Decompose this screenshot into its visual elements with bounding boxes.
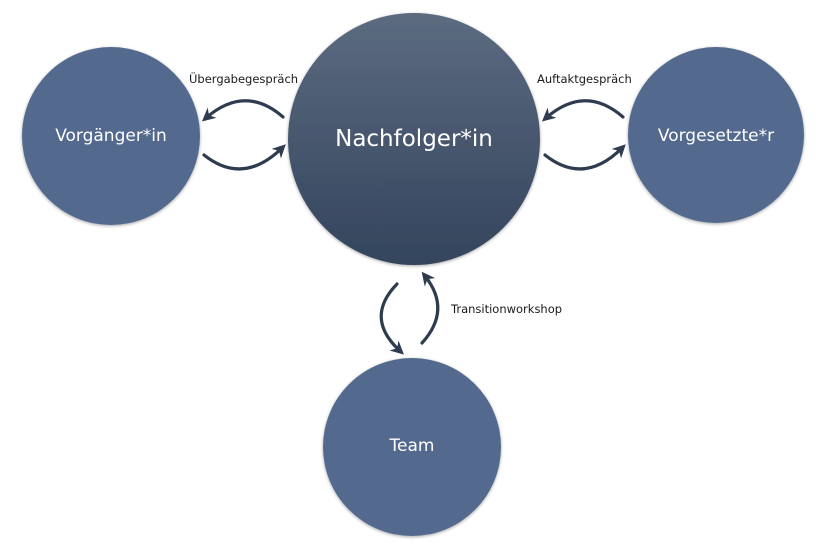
edge-auftakt: Auftaktgespräch	[537, 72, 632, 171]
arrow-to-team	[379, 282, 404, 355]
arrow-to-nachfolger-bottom	[420, 271, 440, 345]
edge-transition-label: Transitionworkshop	[450, 302, 562, 316]
node-nachfolger: Nachfolger*in	[288, 13, 540, 265]
arrow-to-nachfolger-right	[541, 99, 625, 122]
node-vorgesetzte-circle	[628, 47, 804, 223]
edge-uebergabe-label: Übergabegespräch	[189, 70, 298, 86]
node-team: Team	[323, 358, 501, 536]
node-nachfolger-label: Nachfolger*in	[335, 126, 493, 152]
arrow-to-vorgesetzte	[543, 144, 626, 171]
node-vorgesetzte: Vorgesetzte*r	[628, 47, 804, 223]
edge-transition: Transitionworkshop	[379, 271, 562, 355]
node-vorgaenger-circle	[22, 47, 200, 225]
edge-auftakt-label: Auftaktgespräch	[537, 72, 632, 86]
node-nachfolger-circle	[288, 13, 540, 265]
node-team-circle	[323, 358, 501, 536]
edge-uebergabe: Übergabegespräch	[189, 70, 298, 171]
node-team-label: Team	[389, 436, 435, 456]
node-vorgaenger: Vorgänger*in	[22, 47, 200, 225]
node-vorgaenger-label: Vorgänger*in	[55, 126, 167, 146]
arrow-to-nachfolger-left	[202, 144, 286, 171]
node-vorgesetzte-label: Vorgesetzte*r	[658, 126, 774, 146]
arrow-to-vorgaenger	[201, 99, 285, 122]
